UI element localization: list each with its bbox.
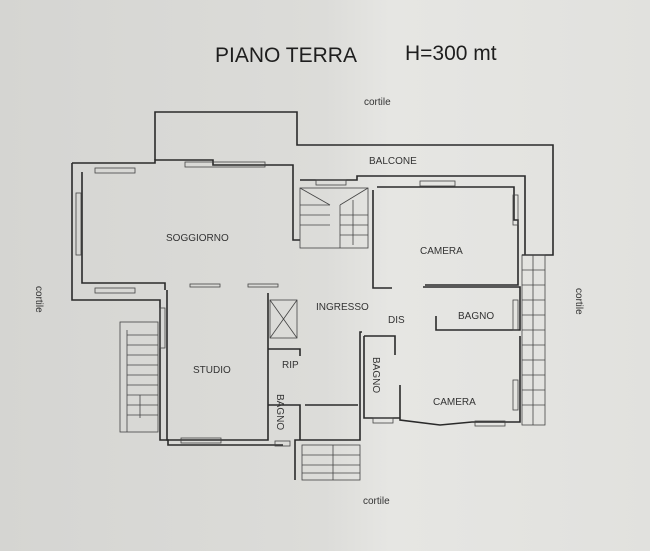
ramp-east-steps xyxy=(522,255,545,425)
room-label-bagno-1: BAGNO xyxy=(458,311,494,322)
room-label-rip: RIP xyxy=(282,360,299,371)
cortile-top: cortile xyxy=(364,97,391,108)
room-label-ingresso: INGRESSO xyxy=(316,302,369,313)
wall-camera2 xyxy=(399,336,521,426)
wall-west xyxy=(71,163,283,446)
wall-camera1-left xyxy=(372,190,392,289)
plan-title: PIANO TERRA xyxy=(215,44,357,67)
wall-bagno3 xyxy=(268,404,301,440)
entry-steps xyxy=(301,444,361,481)
cortile-bottom: cortile xyxy=(363,496,390,507)
cortile-right: cortile xyxy=(573,288,584,315)
wall-bagno2-top xyxy=(364,335,396,355)
wall-bagno1 xyxy=(423,286,521,331)
room-label-camera-1: CAMERA xyxy=(420,246,463,257)
shaft xyxy=(269,299,298,339)
wall-rip xyxy=(268,348,301,356)
room-label-soggiorno: SOGGIORNO xyxy=(166,233,229,244)
room-label-bagno-2: BAGNO xyxy=(370,357,381,393)
stairs-west-steps xyxy=(126,330,158,432)
wall-soggiorno-top xyxy=(72,159,300,241)
room-label-balcone: BALCONE xyxy=(369,156,417,167)
windows xyxy=(75,161,519,447)
cortile-left: cortile xyxy=(33,286,44,313)
room-label-studio: STUDIO xyxy=(193,365,231,376)
wall-camera1 xyxy=(377,186,519,286)
room-label-camera-2: CAMERA xyxy=(433,397,476,408)
wall-bagno2-left xyxy=(294,331,362,480)
balcony-outline xyxy=(154,111,554,256)
stairs-west xyxy=(119,321,159,433)
stairs-interior xyxy=(299,187,369,249)
height-label: H=300 mt xyxy=(405,42,497,65)
room-label-dis: DIS xyxy=(388,315,405,326)
room-label-bagno-3: BAGNO xyxy=(274,394,285,430)
wall-soggiorno-inner xyxy=(81,172,166,290)
wall-studio xyxy=(166,290,269,441)
ramp-east xyxy=(521,254,546,426)
